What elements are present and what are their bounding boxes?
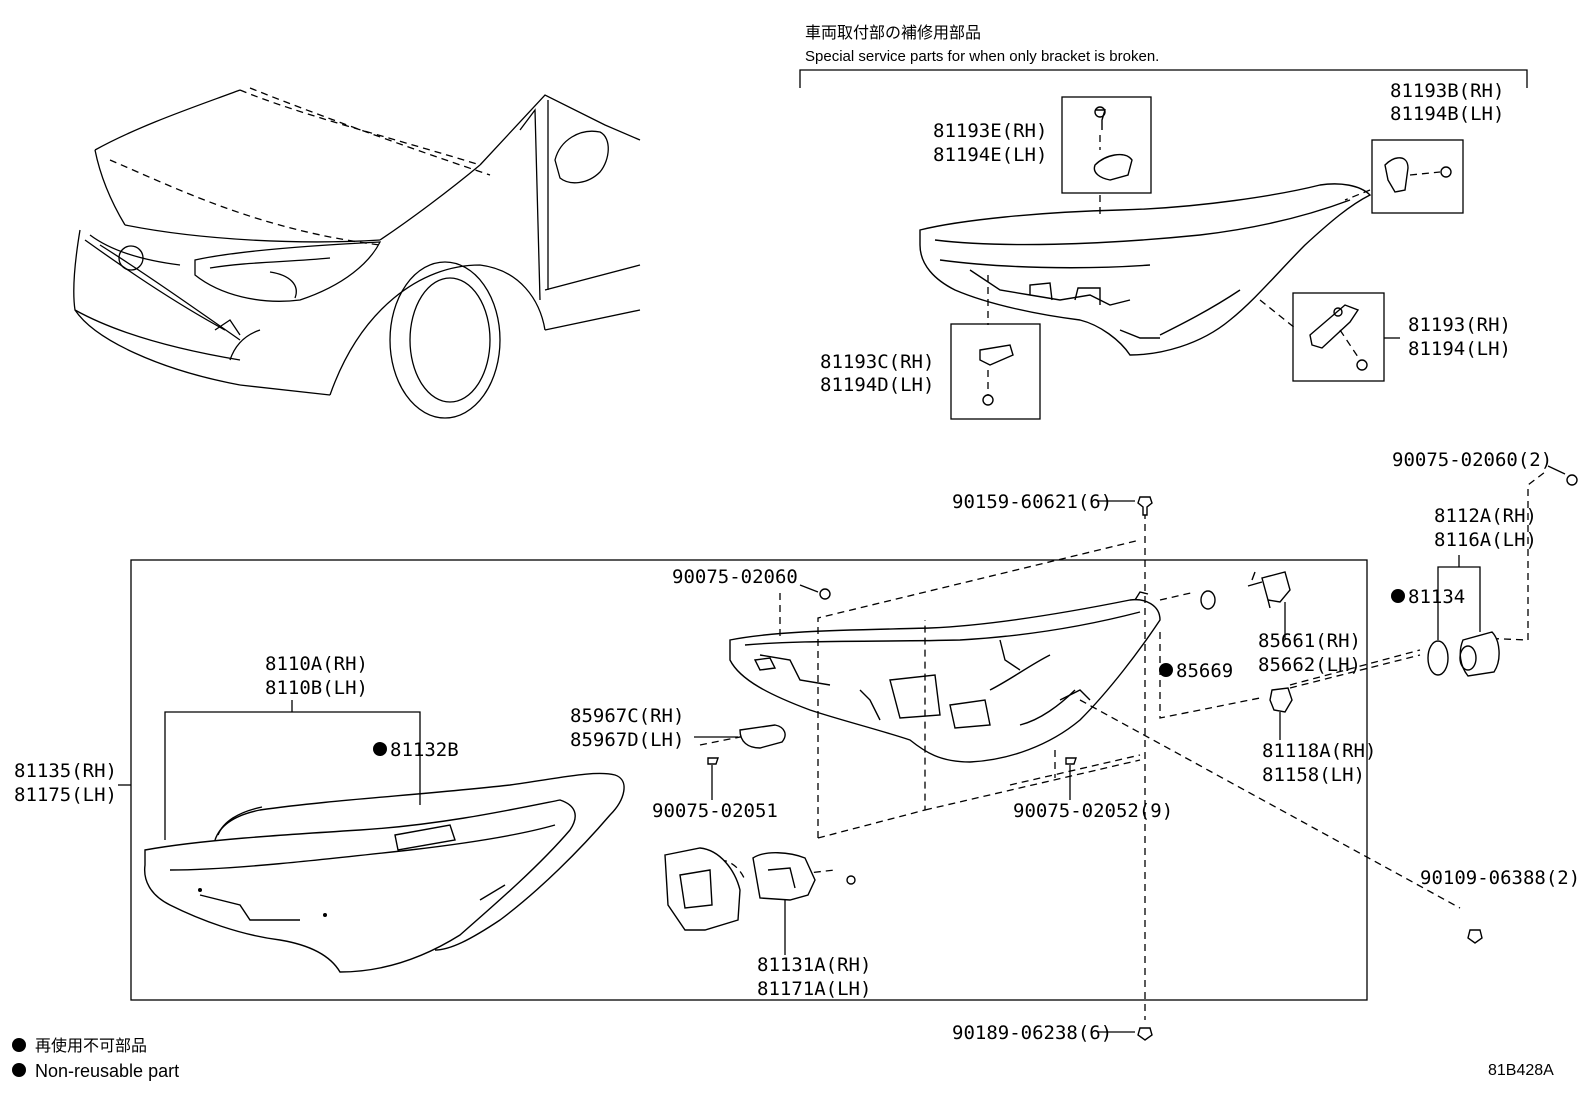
label-81193C: 81193C(RH) 81194D(LH) (820, 351, 934, 396)
svg-text:90189-06238(6): 90189-06238(6) (952, 1022, 1112, 1044)
svg-text:85967C(RH): 85967C(RH) (570, 705, 684, 727)
label-81193: 81193(RH) 81194(LH) (1408, 314, 1511, 360)
svg-text:90109-06388(2): 90109-06388(2) (1420, 867, 1580, 889)
connector-85661: 85661(RH) 85662(LH) (1247, 571, 1361, 676)
service-parts-title-jp: 車両取付部の補修用部品 (805, 23, 981, 42)
service-parts-header: 車両取付部の補修用部品 Special service parts for wh… (799, 23, 1528, 88)
label-81135: 81135(RH) 81175(LH) (14, 760, 131, 806)
svg-text:8116A(LH): 8116A(LH) (1434, 529, 1537, 551)
svg-text:85669: 85669 (1176, 660, 1233, 682)
svg-text:81131A(RH): 81131A(RH) (757, 954, 871, 976)
svg-text:90075-02051: 90075-02051 (652, 800, 778, 822)
assembly-frame (130, 559, 1368, 1001)
gasket-81134: 81134 (1391, 586, 1465, 608)
label-81193B: 81193B(RH) 81194B(LH) (1390, 80, 1504, 125)
svg-text:81158(LH): 81158(LH) (1262, 764, 1365, 786)
bracket-81193B-box (1344, 139, 1464, 214)
screw-90075-02060-2: 90075-02060(2) (1392, 449, 1578, 486)
svg-text:81193(RH): 81193(RH) (1408, 314, 1511, 336)
car-illustration (73, 87, 641, 419)
cover-85967C: 85967C(RH) 85967D(LH) (570, 705, 786, 751)
svg-text:8112A(RH): 8112A(RH) (1434, 505, 1537, 527)
label-81132B: 81132B (373, 739, 459, 761)
screw-90075-02060: 90075-02060 (672, 566, 831, 600)
legend: 再使用不可部品 Non-reusable part (12, 1036, 179, 1081)
svg-text:90159-60621(6): 90159-60621(6) (952, 491, 1112, 513)
lens-assembly (143, 772, 625, 973)
screw-90109: 90109-06388(2) (1420, 867, 1580, 944)
bracket-81193C-box (950, 275, 1041, 420)
svg-text:81194B(LH): 81194B(LH) (1390, 103, 1504, 125)
svg-text:81193E(RH): 81193E(RH) (933, 120, 1047, 142)
svg-text:85661(RH): 85661(RH) (1258, 630, 1361, 652)
socket-81118A: 81118A(RH) 81158(LH) (1262, 687, 1376, 786)
svg-text:90075-02060(2): 90075-02060(2) (1392, 449, 1552, 471)
svg-text:81194D(LH): 81194D(LH) (820, 374, 934, 396)
svg-text:81194(LH): 81194(LH) (1408, 338, 1511, 360)
ring-85669: 85669 (1159, 590, 1233, 682)
legend-en: Non-reusable part (35, 1061, 179, 1081)
svg-text:8110B(LH): 8110B(LH) (265, 677, 368, 699)
cap-8112A: 8112A(RH) 8116A(LH) (1427, 505, 1537, 677)
legend-jp: 再使用不可部品 (35, 1036, 147, 1055)
bracket-81193E-box (1061, 96, 1152, 215)
svg-text:8110A(RH): 8110A(RH) (265, 653, 368, 675)
svg-text:85662(LH): 85662(LH) (1258, 654, 1361, 676)
svg-text:81193B(RH): 81193B(RH) (1390, 80, 1504, 102)
svg-text:81194E(LH): 81194E(LH) (933, 144, 1047, 166)
projector-81131A: 81131A(RH) 81171A(LH) (664, 847, 871, 1000)
screw-90189: 90189-06238(6) (952, 1022, 1153, 1044)
svg-text:81171A(LH): 81171A(LH) (757, 978, 871, 1000)
svg-text:81132B: 81132B (390, 739, 459, 761)
service-parts-bracket (799, 69, 1528, 88)
svg-text:81193C(RH): 81193C(RH) (820, 351, 934, 373)
svg-text:81175(LH): 81175(LH) (14, 784, 117, 806)
service-parts-title-en: Special service parts for when only brac… (805, 48, 1159, 65)
diagram-code: 81B428A (1488, 1062, 1554, 1079)
svg-text:90075-02052(9): 90075-02052(9) (1013, 800, 1173, 822)
screw-90159: 90159-60621(6) (952, 491, 1153, 516)
label-8110A: 8110A(RH) 8110B(LH) (164, 653, 421, 840)
bracket-81193-box (1259, 292, 1400, 382)
svg-text:81135(RH): 81135(RH) (14, 760, 117, 782)
screw-90075-02052: 90075-02052(9) (1013, 757, 1173, 822)
svg-text:81118A(RH): 81118A(RH) (1262, 740, 1376, 762)
svg-text:85967D(LH): 85967D(LH) (570, 729, 684, 751)
headlamp-housing (729, 591, 1161, 763)
svg-text:81134: 81134 (1408, 586, 1465, 608)
screw-90075-02051: 90075-02051 (652, 757, 778, 822)
label-81193E: 81193E(RH) 81194E(LH) (933, 120, 1047, 166)
upper-headlamp (919, 183, 1372, 356)
svg-text:90075-02060: 90075-02060 (672, 566, 798, 588)
exploded-guides (699, 471, 1546, 1020)
